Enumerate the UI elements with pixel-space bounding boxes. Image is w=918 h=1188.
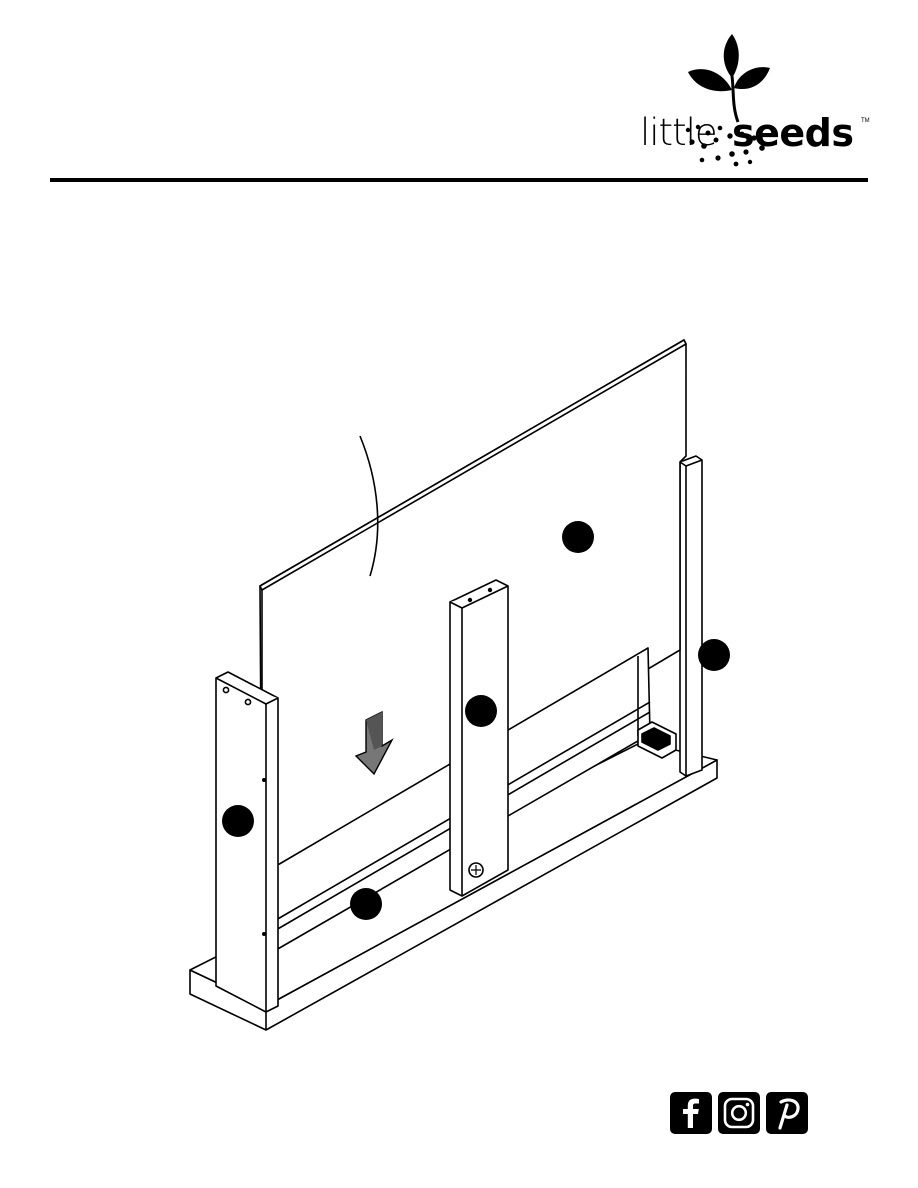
- little-seeds-logo: little seeds TM: [636, 30, 868, 170]
- center-post: [450, 580, 508, 896]
- header-rule: [50, 178, 868, 182]
- facebook-button[interactable]: [670, 1092, 712, 1134]
- logo-word-little: little: [640, 108, 717, 158]
- part-marker: [465, 695, 497, 727]
- instagram-button[interactable]: [718, 1092, 760, 1134]
- logo-word-seeds: seeds: [732, 108, 853, 158]
- instagram-icon: [718, 1092, 760, 1134]
- left-post: [216, 672, 278, 1012]
- logo-trademark: TM: [861, 118, 870, 124]
- social-links: [670, 1092, 810, 1134]
- part-marker: [350, 888, 382, 920]
- right-post: [680, 456, 702, 776]
- pinterest-button[interactable]: [766, 1092, 808, 1134]
- part-marker: [698, 639, 730, 671]
- assembly-illustration: [180, 330, 740, 1040]
- pinterest-icon: [766, 1092, 808, 1134]
- part-marker: [222, 805, 254, 837]
- part-marker: [562, 521, 594, 553]
- facebook-icon: [670, 1092, 712, 1134]
